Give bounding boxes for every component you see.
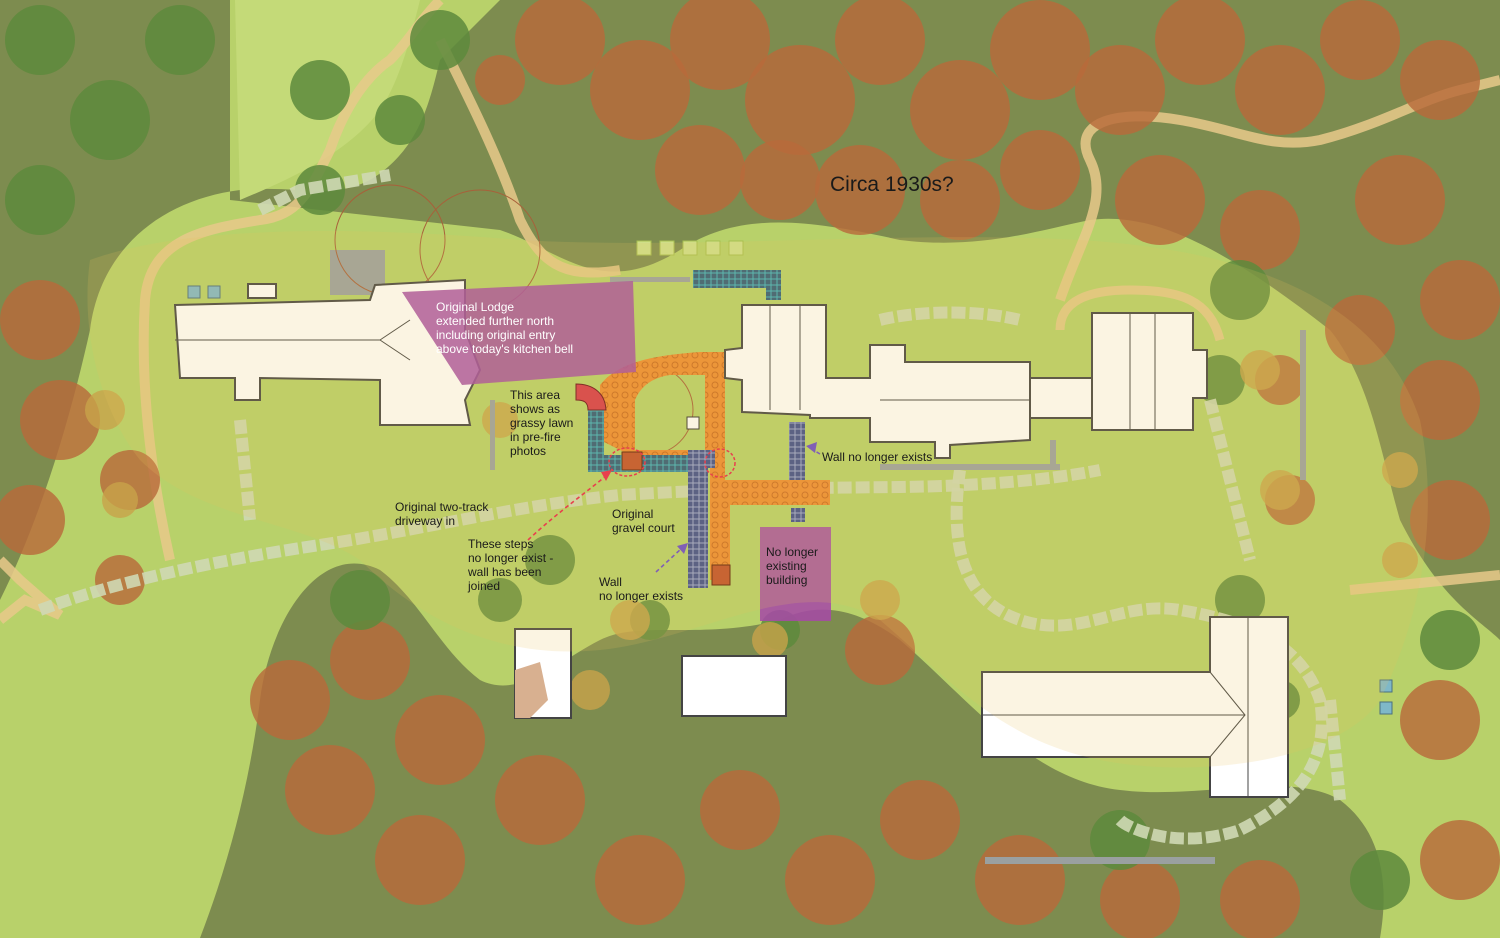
path-east-loop (1055, 285, 1225, 342)
annotation-markers (527, 447, 821, 573)
label-two-track-driveway: Original two-track driveway in (395, 500, 489, 528)
buildings (173, 278, 1289, 798)
path-east (1055, 75, 1500, 302)
east-building (1091, 312, 1208, 431)
original-lodge-extension-overlay (402, 281, 636, 385)
path-southeast (1349, 570, 1500, 595)
small-square-marker (686, 416, 700, 430)
south-building-center (681, 655, 787, 717)
label-no-longer-existing-building: No longer existing building (766, 545, 819, 587)
label-grassy-lawn: This area shows as grassy lawn in pre-fi… (510, 388, 574, 458)
label-steps-no-longer-exist: These steps no longer exist - wall has b… (468, 537, 554, 593)
no-longer-existing-building-overlay (760, 527, 831, 621)
purple-arrow-icon (677, 543, 688, 554)
map-title: Circa 1930s? (830, 173, 954, 196)
red-arrow-icon (601, 470, 612, 481)
purple-arrow-icon (806, 442, 817, 453)
garden-beds (636, 240, 744, 256)
steps (575, 383, 731, 586)
lawn-tree-symbols (85, 350, 1418, 710)
original-lodge-building (173, 278, 482, 426)
label-wall-no-longer-exists-right: Wall no longer exists (822, 450, 933, 464)
historic-lawn-highlight (87, 231, 1428, 768)
central-building (724, 304, 1031, 459)
connector-building (1029, 377, 1093, 419)
blue-markers (187, 285, 1393, 715)
path-north (435, 37, 621, 278)
annotation-arrowheads (601, 442, 817, 554)
south-building-east (981, 616, 1289, 798)
lodge-annex-small (247, 283, 277, 299)
roof-lines (175, 305, 1249, 797)
blue-walls (688, 422, 805, 588)
path-west (138, 0, 444, 562)
path-southwest (0, 556, 64, 624)
label-gravel-court: Original gravel court (612, 507, 675, 535)
label-original-lodge: Original Lodge extended further north in… (436, 300, 574, 356)
south-building-damage (515, 662, 548, 718)
label-wall-no-longer-exists-bottom: Wall no longer exists (599, 575, 684, 603)
